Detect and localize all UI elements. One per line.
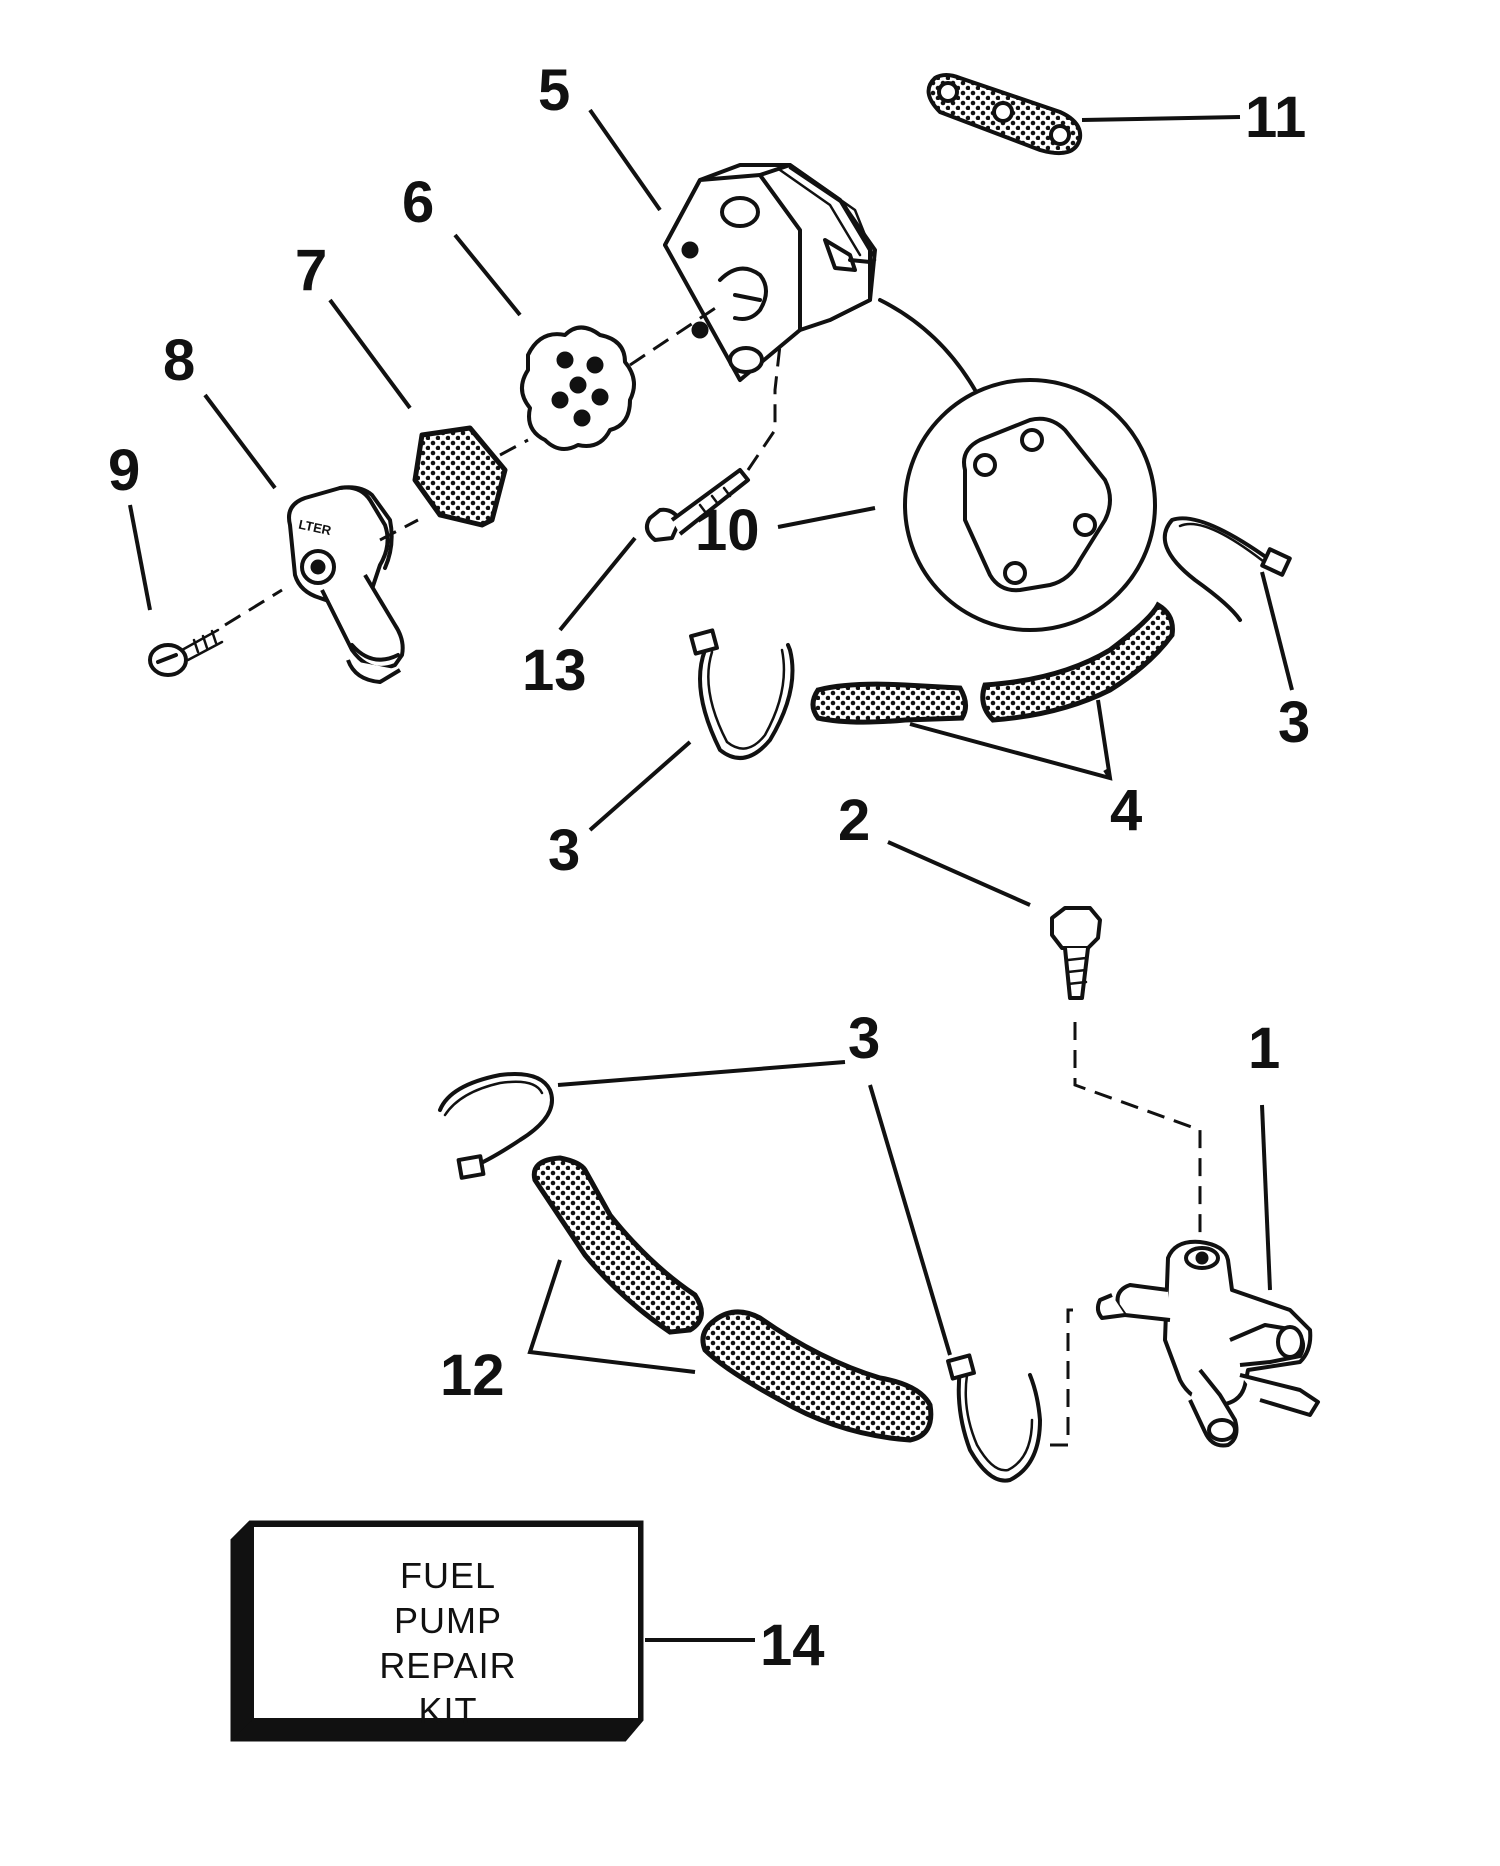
callout-12: 12 — [440, 1343, 505, 1408]
leader-2 — [887, 840, 1031, 907]
part-12-lower-hoses — [531, 1155, 934, 1443]
axis-9-8 — [224, 588, 283, 627]
part-9-screw — [148, 628, 224, 677]
leader-3-upper-left — [588, 740, 692, 832]
callout-9: 9 — [108, 438, 140, 503]
callout-14: 14 — [760, 1613, 825, 1678]
axis-strap-to-valve — [1050, 1308, 1078, 1447]
part-2-bolt — [1050, 906, 1102, 1000]
leader-5 — [588, 108, 662, 212]
leader-11 — [1081, 115, 1241, 122]
leader-6 — [453, 233, 522, 317]
part-7-filter-screen — [412, 425, 508, 528]
axis-13-5 — [746, 344, 782, 471]
part-4-upper-hoses — [810, 601, 1175, 725]
pump-to-mount-line — [878, 298, 977, 392]
leader-3-lower-left — [557, 1060, 846, 1087]
kit-label-line-4: KIT — [418, 1690, 477, 1731]
kit-label-line-1: FUEL — [400, 1555, 496, 1596]
callout-4: 4 — [1110, 778, 1142, 843]
leader-3-lower-right — [868, 1084, 952, 1356]
leader-3-upper-right — [1260, 571, 1294, 691]
leader-1 — [1260, 1104, 1272, 1291]
leader-9 — [128, 504, 152, 611]
leader-7 — [328, 298, 412, 410]
part-3-strap-lower-right — [946, 1353, 1042, 1483]
callout-1: 1 — [1248, 1016, 1280, 1081]
axis-7-6 — [499, 438, 529, 457]
part-3-strap-lower-left — [438, 1072, 554, 1180]
part-3-strap-upper-left — [689, 628, 795, 760]
leader-12 — [527, 1259, 696, 1374]
callout-11: 11 — [1245, 85, 1306, 150]
part-13-screw — [644, 468, 750, 542]
kit-label-line-2: PUMP — [394, 1600, 502, 1641]
callout-6: 6 — [402, 170, 434, 235]
part-6-diaphragm — [520, 325, 636, 451]
callout-5: 5 — [538, 58, 570, 123]
callout-3-upper-right: 3 — [1278, 690, 1310, 755]
callout-3-lower: 3 — [848, 1006, 880, 1071]
part-11-gasket-plate — [926, 73, 1083, 155]
part-10-mounting-plate — [903, 378, 1157, 632]
kit-label-line-3: REPAIR — [379, 1645, 516, 1686]
leader-13 — [558, 536, 637, 632]
part-5-fuel-pump-body — [663, 163, 877, 382]
callout-7: 7 — [295, 238, 327, 303]
callout-3-upper-left: 3 — [548, 818, 580, 883]
leader-8 — [203, 393, 277, 490]
part-14-repair-kit-box — [230, 1520, 644, 1742]
callout-13: 13 — [522, 638, 587, 703]
callout-8: 8 — [163, 328, 195, 393]
part-3-strap-upper-right — [1162, 516, 1292, 622]
part-8-filter-cover: LTER — [287, 485, 405, 684]
callout-2: 2 — [838, 788, 870, 853]
filter-cover-label: LTER — [297, 517, 333, 539]
callout-10: 10 — [695, 498, 760, 563]
leader-4 — [909, 699, 1113, 781]
axis-6-5 — [629, 303, 721, 367]
part-1-valve-fitting — [1095, 1239, 1320, 1448]
leader-10 — [777, 506, 876, 529]
axis-2-1 — [1073, 1022, 1202, 1240]
axis-8-7 — [379, 518, 419, 542]
